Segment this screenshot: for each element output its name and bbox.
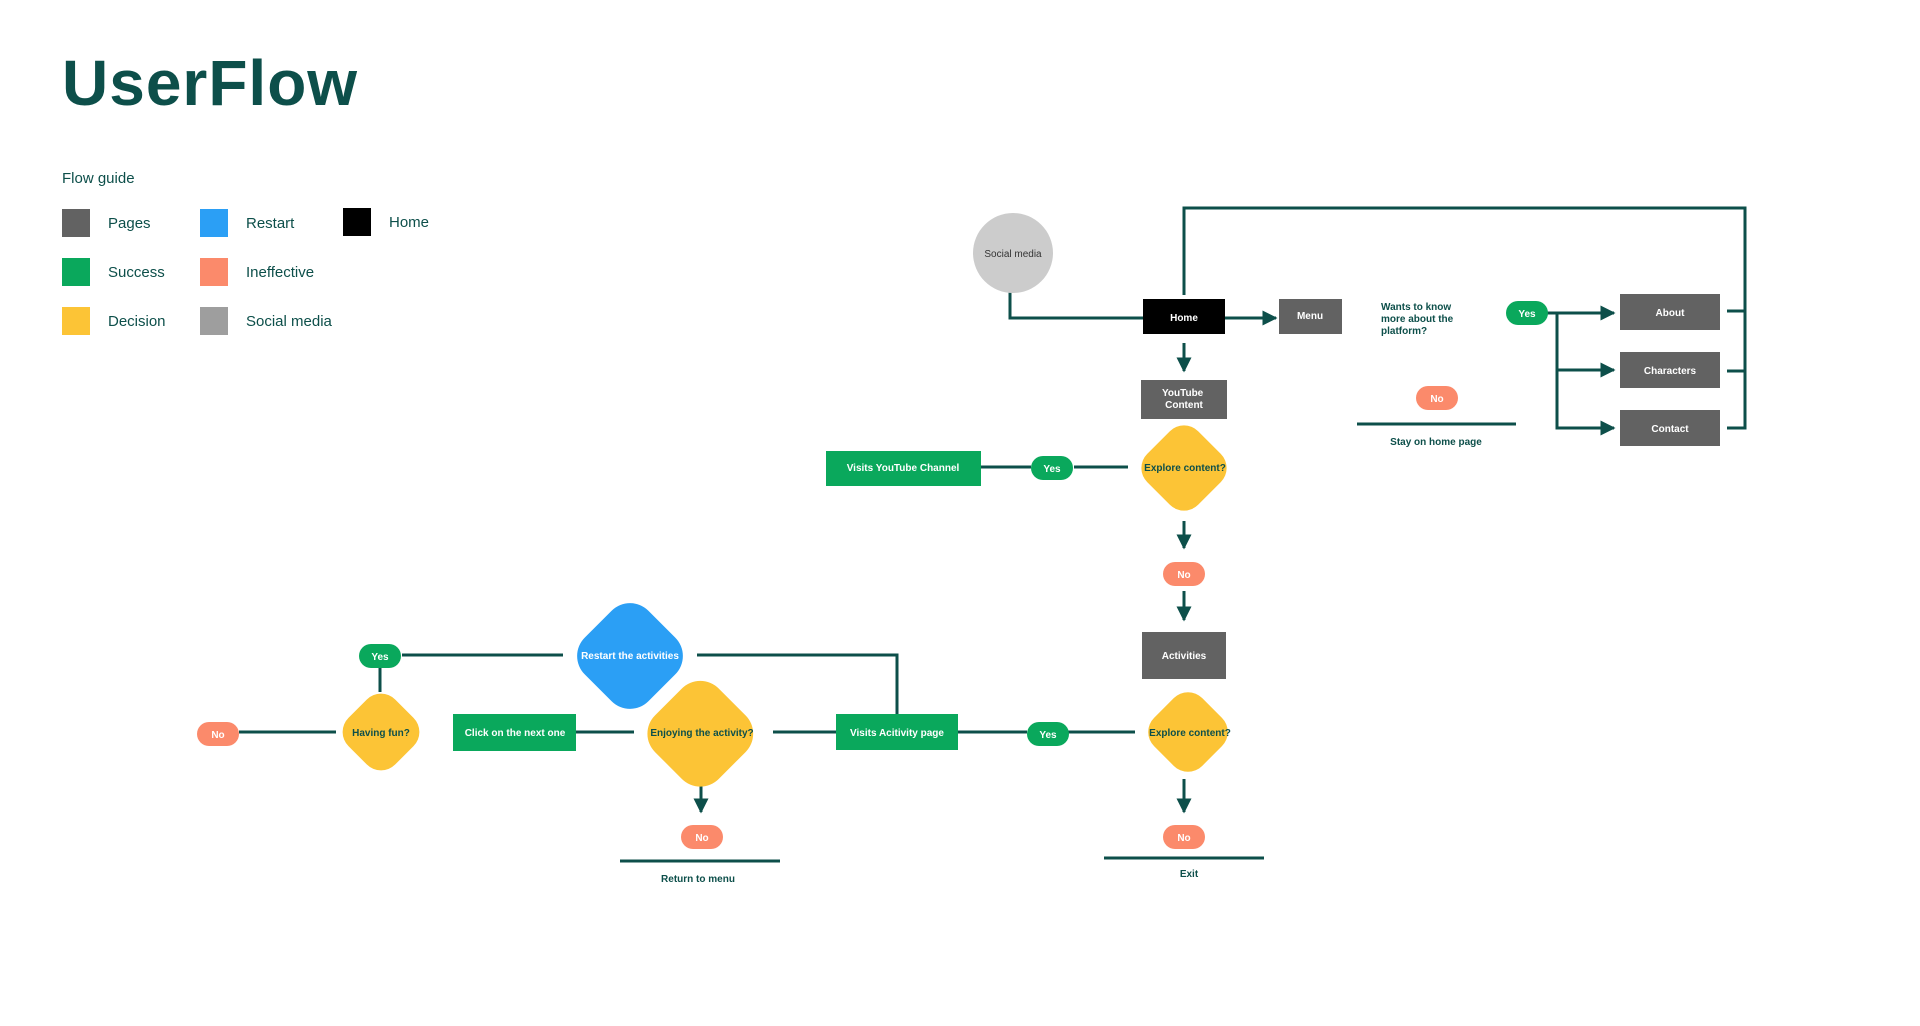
legend-label-ineffective: Ineffective [246, 263, 315, 281]
yes-fun-pill [359, 644, 401, 668]
connector-top-loop [1182, 206, 1747, 430]
no-explore-label-2: No [1177, 833, 1190, 844]
wants-to-know-label: Wants to know more about the platform? [1381, 302, 1456, 337]
connector-restart-activity [697, 653, 899, 714]
visits-youtube-label: Visits YouTube Channel [847, 463, 960, 474]
page-title: UserFlow [62, 47, 359, 119]
legend-label-home: Home [389, 213, 430, 231]
contact-node [1620, 410, 1720, 446]
yes-activity-pill [1027, 722, 1069, 746]
legend-item-restart: Restart [200, 209, 294, 237]
home-label: Home [1170, 313, 1198, 324]
activities-node [1142, 632, 1226, 679]
legend-swatch-success [62, 258, 90, 286]
no-menu-label: No [1430, 394, 1443, 405]
legend-label-decision: Decision [108, 312, 166, 330]
return-menu-caption: Return to menu [661, 874, 735, 885]
legend-item-home: Home [343, 208, 429, 236]
yes-fun-label: Yes [371, 652, 389, 663]
activities-label: Activities [1162, 651, 1207, 662]
legend-item-social-media: Social media [200, 307, 332, 335]
no-explore-pill-1 [1163, 562, 1205, 586]
yes-activity-label: Yes [1039, 730, 1057, 741]
legend-swatch-home [343, 208, 371, 236]
youtube-content-line-1: YouTube [1162, 388, 1204, 399]
having-fun-label: Having fun? [352, 728, 410, 739]
enjoying-label: Enjoying the activity? [650, 728, 753, 739]
no-menu-pill [1416, 386, 1458, 410]
menu-node [1279, 299, 1342, 334]
legend-item-pages: Pages [62, 209, 151, 237]
wants-to-know-line-2: more about the [1381, 314, 1454, 325]
legend-swatch-decision [62, 307, 90, 335]
youtube-content-label: YouTube Content [1162, 388, 1206, 411]
legend-item-success: Success [62, 258, 165, 286]
wants-to-know-line-3: platform? [1381, 326, 1427, 337]
legend-swatch-restart [200, 209, 228, 237]
legend-title: Flow guide [62, 170, 135, 187]
visits-activity-node [836, 714, 958, 750]
explore-content-label-1: Explore content? [1144, 463, 1226, 474]
legend-swatch-social-media [200, 307, 228, 335]
characters-label: Characters [1644, 366, 1697, 377]
menu-label: Menu [1297, 311, 1323, 322]
home-node [1143, 299, 1225, 334]
explore-content-label-2: Explore content? [1149, 728, 1231, 739]
visits-youtube-node [826, 451, 981, 486]
no-fun-pill [197, 722, 239, 746]
about-node [1620, 294, 1720, 330]
exit-caption: Exit [1180, 869, 1199, 880]
visits-activity-label: Visits Acitivity page [850, 728, 944, 739]
explore-content-diamond-2 [1148, 692, 1228, 772]
restart-diamond [577, 603, 683, 709]
legend-label-social-media: Social media [246, 312, 332, 330]
no-explore-label-1: No [1177, 570, 1190, 581]
legend-label-pages: Pages [108, 214, 151, 232]
no-fun-label: No [211, 730, 224, 741]
youtube-content-node [1141, 380, 1227, 419]
no-explore-pill-2 [1163, 825, 1205, 849]
click-next-node [453, 714, 576, 751]
social-media-label: Social media [984, 249, 1042, 260]
yes-youtube-pill [1031, 456, 1073, 480]
contact-label: Contact [1651, 424, 1689, 435]
no-enjoying-label: No [695, 833, 708, 844]
enjoying-diamond [647, 680, 754, 787]
legend-swatch-ineffective [200, 258, 228, 286]
explore-content-diamond-1 [1141, 425, 1227, 511]
yes-menu-label: Yes [1518, 309, 1536, 320]
legend-label-restart: Restart [246, 214, 295, 232]
social-media-node [973, 213, 1053, 293]
youtube-content-line-2: Content [1165, 400, 1203, 411]
click-next-label: Click on the next one [465, 728, 566, 739]
wants-to-know-line-1: Wants to know [1381, 302, 1451, 313]
characters-node [1620, 352, 1720, 388]
no-enjoying-pill [681, 825, 723, 849]
legend-item-ineffective: Ineffective [200, 258, 314, 286]
connector-to-contact [1555, 313, 1616, 436]
yes-menu-pill [1506, 301, 1548, 325]
legend-swatch-pages [62, 209, 90, 237]
legend-label-success: Success [108, 263, 165, 281]
connector-lines [239, 206, 1747, 863]
legend-item-decision: Decision [62, 307, 166, 335]
restart-label: Restart the activities [581, 651, 679, 662]
connector-social-home [1008, 290, 1143, 320]
stay-home-caption: Stay on home page [1390, 437, 1482, 448]
having-fun-diamond [342, 693, 420, 771]
yes-youtube-label: Yes [1043, 464, 1061, 475]
about-label: About [1656, 308, 1686, 319]
